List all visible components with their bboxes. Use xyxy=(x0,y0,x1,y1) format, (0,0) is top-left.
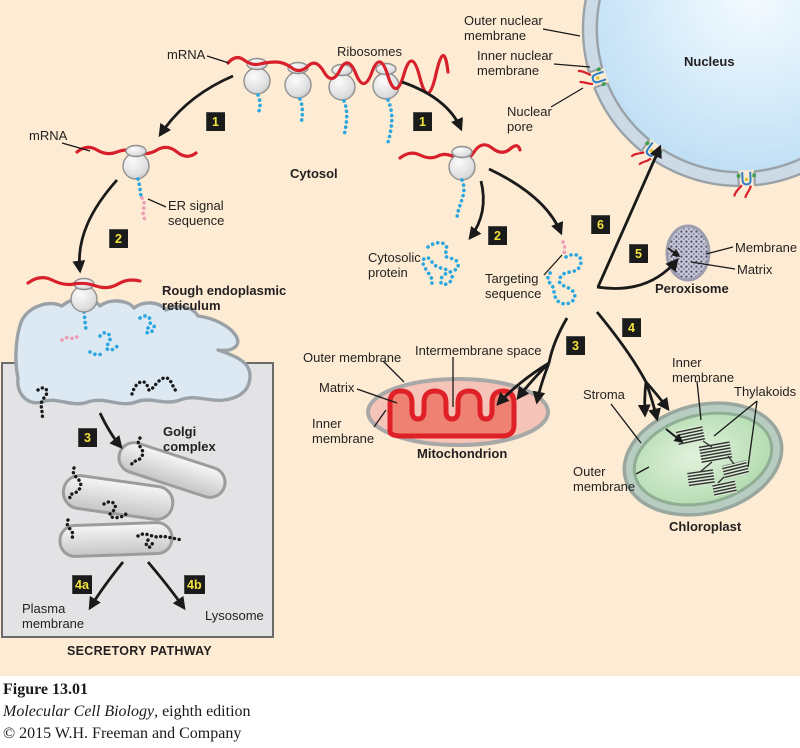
label-chloroplast: Chloroplast xyxy=(669,519,742,534)
er-signal-sequence-shape xyxy=(140,196,148,223)
cytosolic-protein-shape xyxy=(421,240,460,288)
label-lysosome: Lysosome xyxy=(205,608,264,623)
arrow-step5-peroxisome xyxy=(596,258,679,290)
label-outer-nuclear-membrane: Outer nuclear membrane xyxy=(464,13,543,44)
chloroplast-shape xyxy=(622,401,784,517)
label-cytosolic-protein: Cytosolic protein xyxy=(368,250,421,281)
step-badge-2-left: 2 xyxy=(109,229,128,248)
nucleus-shape xyxy=(577,0,800,199)
label-nucleus: Nucleus xyxy=(684,54,735,69)
er-protein-chain xyxy=(130,376,180,396)
figure-book-line: Molecular Cell Biology, eighth edition xyxy=(3,703,251,721)
rough-er-shape xyxy=(14,297,252,406)
step-badge-3-mito: 3 xyxy=(566,336,585,355)
arrow-step1-right xyxy=(401,80,463,132)
label-nuclear-pore: Nuclear pore xyxy=(507,104,552,135)
label-peroxisome-membrane: Membrane xyxy=(735,240,798,255)
label-inner-nuclear-membrane: Inner nuclear membrane xyxy=(477,48,553,79)
label-mrna-left: mRNA xyxy=(29,128,68,143)
diagram-canvas xyxy=(1,0,800,638)
free-ribosome-left xyxy=(75,144,198,223)
pathway-arrows xyxy=(72,74,681,611)
label-mito-matrix: Matrix xyxy=(319,380,355,395)
label-ribosomes: Ribosomes xyxy=(337,44,403,59)
targeting-protein-shape xyxy=(546,240,583,306)
step-badge-1-left: 1 xyxy=(206,112,225,131)
label-mrna-top: mRNA xyxy=(167,47,206,62)
label-secretory-pathway: SECRETORY PATHWAY xyxy=(67,644,212,658)
label-mito-outer-membrane: Outer membrane xyxy=(303,350,402,365)
label-mito-inner-membrane: Inner membrane xyxy=(312,416,375,447)
label-golgi-complex: Golgi complex xyxy=(163,424,216,455)
label-chloro-outer-membrane: Outer membrane xyxy=(573,464,636,495)
label-cytosol: Cytosol xyxy=(290,166,338,181)
figure-number: Figure 13.01 xyxy=(3,681,89,698)
arrow-to-targeting xyxy=(488,167,564,236)
arrow-step2-left xyxy=(72,179,119,274)
step-badge-2-right: 2 xyxy=(488,226,507,245)
arrow-step1-left xyxy=(158,74,234,138)
figure-copyright: © 2015 W.H. Freeman and Company xyxy=(3,725,242,742)
label-peroxisome-matrix: Matrix xyxy=(737,262,773,277)
label-chloro-inner-membrane: Inner membrane xyxy=(672,355,735,386)
arrow-step6-nucleus xyxy=(596,144,662,288)
step-badge-6: 6 xyxy=(591,215,610,234)
label-mitochondrion: Mitochondrion xyxy=(417,446,508,461)
nuclear-pore-a xyxy=(577,66,609,89)
label-targeting-sequence: Targeting sequence xyxy=(485,271,542,302)
label-thylakoids: Thylakoids xyxy=(734,384,797,399)
targeting-sequence-shape xyxy=(561,240,568,259)
polyribosome xyxy=(226,53,450,148)
er-protein-chain-left xyxy=(36,386,49,422)
mrna-er-strand xyxy=(26,276,142,290)
label-mito-intermembrane-space: Intermembrane space xyxy=(415,343,542,358)
free-ribosome-right xyxy=(398,143,522,220)
step-badge-5: 5 xyxy=(629,244,648,263)
step-badge-4b: 4b xyxy=(184,575,205,594)
label-rough-er: Rough endoplasmic reticulum xyxy=(162,283,287,314)
leader-lines xyxy=(61,28,758,475)
nuclear-pore-c xyxy=(733,170,757,199)
book-edition: , eighth edition xyxy=(154,703,251,720)
peroxisome-shape xyxy=(665,224,711,282)
arrow-step2-right xyxy=(468,180,485,241)
book-title: Molecular Cell Biology xyxy=(3,703,155,720)
label-plasma-membrane: Plasma membrane xyxy=(22,601,85,632)
er-bound-ribosome xyxy=(26,276,142,313)
arrow-step4a xyxy=(88,561,125,611)
step-badge-4a: 4a xyxy=(72,575,92,594)
arrow-step4-stem xyxy=(595,311,648,383)
label-er-signal-sequence: ER signal sequence xyxy=(168,198,225,229)
step-badge-3-golgi: 3 xyxy=(78,428,97,447)
mitochondrion-shape xyxy=(366,377,550,447)
arrow-step3-stem xyxy=(547,317,569,364)
step-badge-1-right: 1 xyxy=(413,112,432,131)
step-badge-4: 4 xyxy=(622,318,641,337)
label-peroxisome: Peroxisome xyxy=(655,281,729,296)
mrna-top-strand xyxy=(226,53,450,95)
arrow-step4b xyxy=(146,561,186,611)
label-stroma: Stroma xyxy=(583,387,625,402)
arrow-step3-golgi xyxy=(98,412,123,449)
golgi-complex-shape xyxy=(58,436,227,558)
